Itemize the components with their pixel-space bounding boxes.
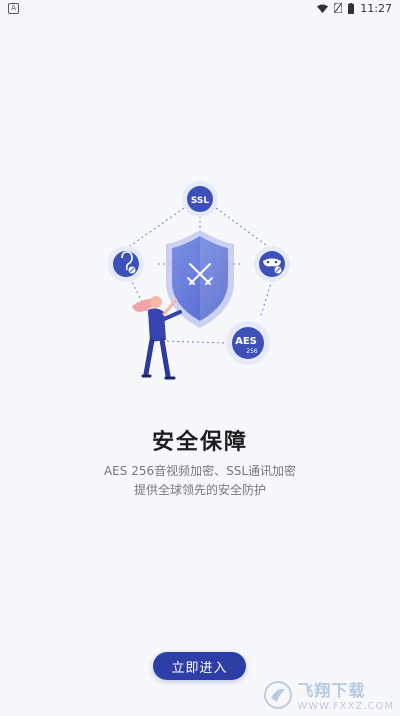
shield-graphic <box>166 230 234 328</box>
status-time: 11:27 <box>360 1 392 15</box>
watermark-main: 飞翔下载 <box>297 681 366 700</box>
swords-icon <box>187 263 213 285</box>
security-illustration: SSL AES 256 <box>108 181 290 380</box>
no-sim-icon <box>334 3 343 13</box>
watermark-sub: WWW.FXXZ.COM <box>297 701 394 712</box>
app-notification-icon: A <box>8 2 19 14</box>
status-bar: A 11:27 <box>0 0 400 16</box>
ssl-label: SSL <box>191 196 210 206</box>
ear-icon <box>121 251 133 271</box>
aes-node: AES 256 <box>226 321 270 365</box>
watermark-logo-icon <box>264 680 293 709</box>
wifi-icon <box>317 4 329 13</box>
ear-node <box>108 246 144 282</box>
mask-node <box>254 246 290 282</box>
description-line-2: 提供全球领先的安全防护 <box>133 483 266 497</box>
aes-label: AES <box>235 336 257 347</box>
page-description: AES 256音视频加密、SSL通讯加密 提供全球领先的安全防护 <box>0 462 400 500</box>
mask-icon <box>263 258 281 267</box>
person-figure <box>132 296 182 380</box>
battery-icon <box>348 2 355 14</box>
enter-now-button[interactable]: 立即进入 <box>153 652 246 680</box>
ssl-node: SSL <box>182 181 218 217</box>
aes-sub-label: 256 <box>246 348 258 355</box>
description-line-1: AES 256音视频加密、SSL通讯加密 <box>103 464 297 478</box>
page-title: 安全保障 <box>151 429 248 455</box>
status-left: A <box>8 2 19 14</box>
status-right: 11:27 <box>317 2 392 15</box>
watermark-logo: 飞翔下载 WWW.FXXZ.COM <box>263 677 394 712</box>
